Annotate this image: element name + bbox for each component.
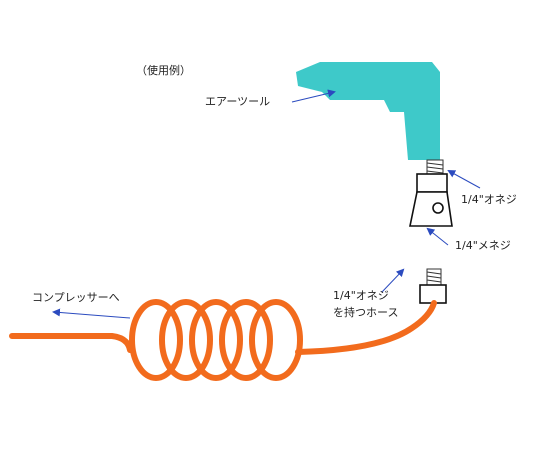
hose-end-fitting [419,268,447,304]
callout-arrows [52,89,481,319]
coiled-hose [9,299,437,381]
hose-label-line1: 1/4"オネジ [333,289,389,302]
compressor-label: コンプレッサーへ [32,291,120,304]
air-tool-body [296,62,440,160]
male-thread-arrow [447,170,481,189]
female-thread-arrow [426,227,449,246]
compressor-arrow [52,308,131,319]
hose-arrow [381,268,405,293]
hose-label-line2: を持つホース [333,306,399,319]
diagram-title: （使用例） [136,64,191,77]
air-tool-arrow [291,89,336,103]
female-thread-label: 1/4"メネジ [455,239,511,252]
coupler-socket [409,173,453,227]
male-thread-label: 1/4"オネジ [461,193,517,206]
air-tool-label: エアーツール [205,95,271,108]
tool-thread-icon [426,159,444,175]
